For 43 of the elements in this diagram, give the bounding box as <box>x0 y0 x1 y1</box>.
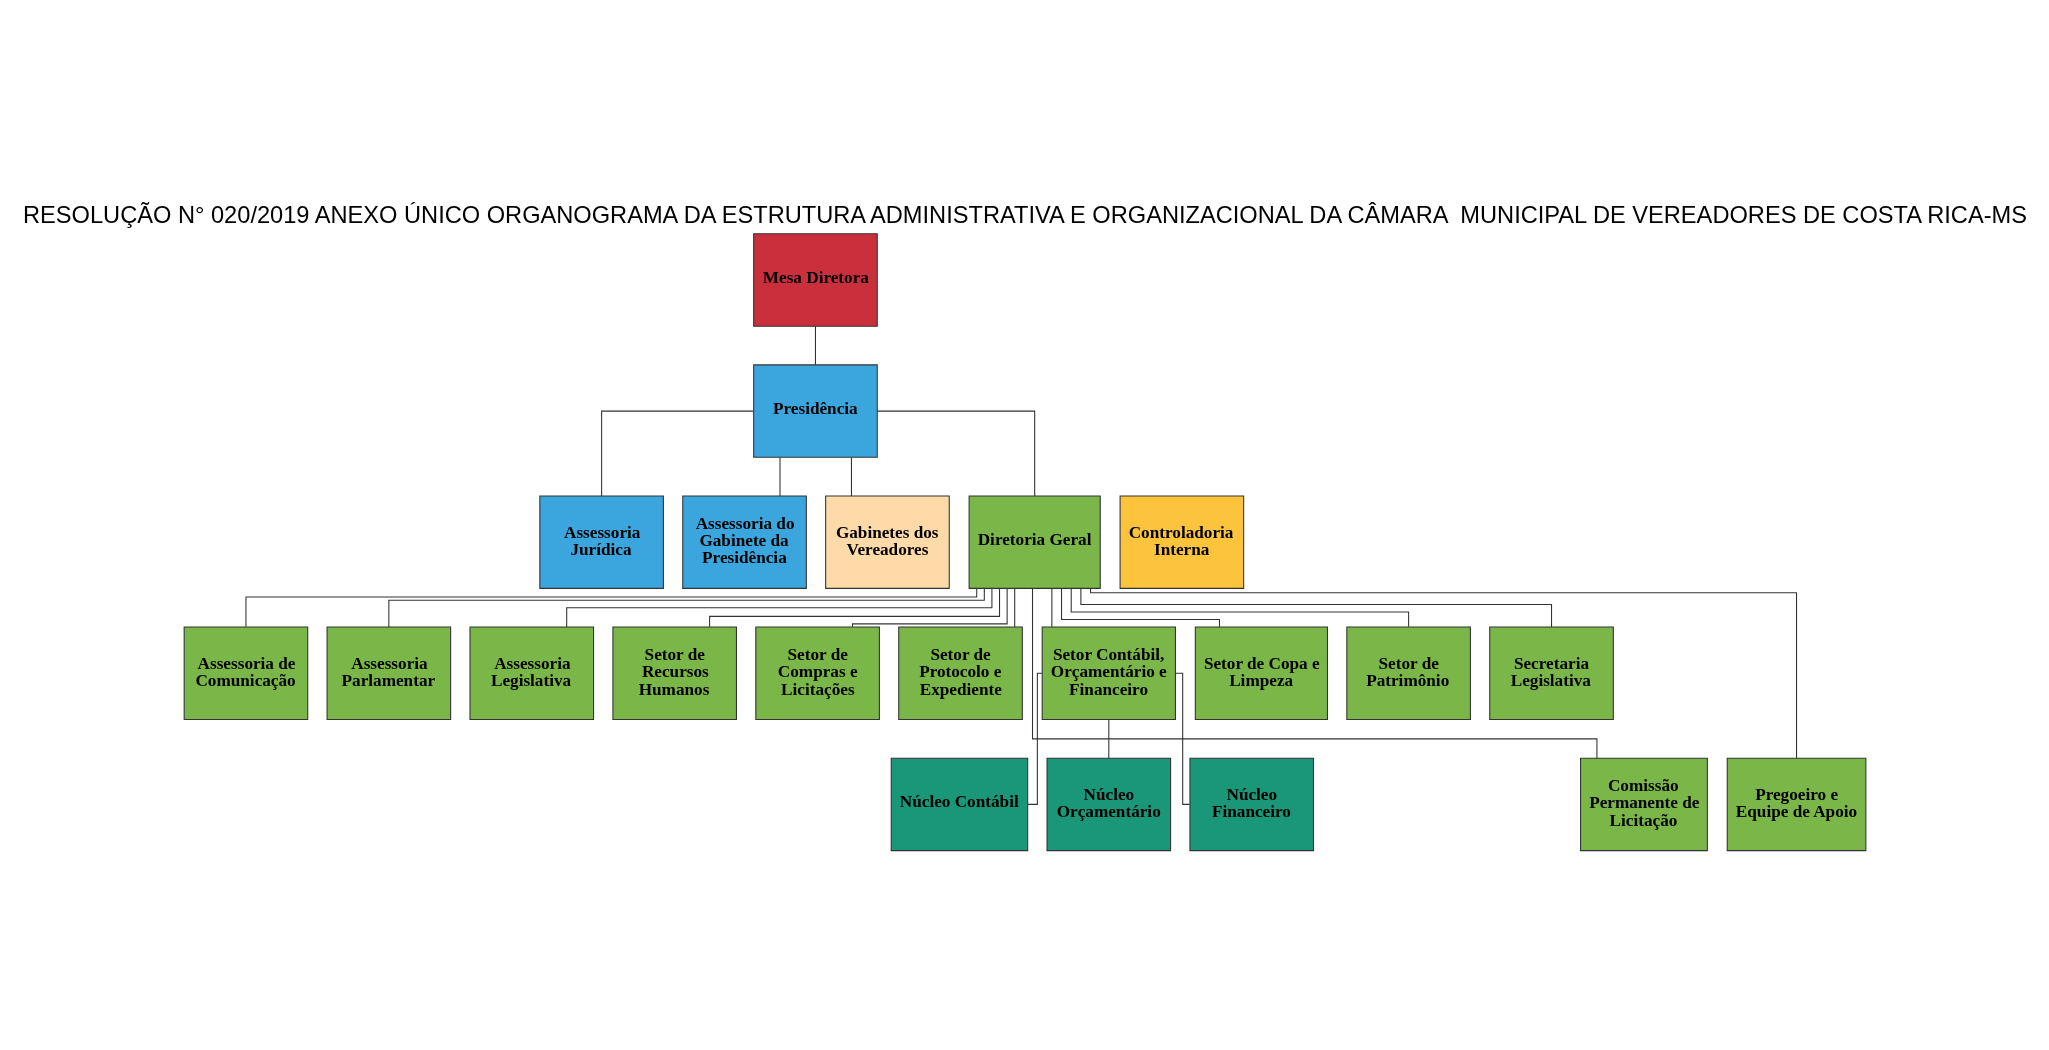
node-box: Pregoeiro e Equipe de Apoio <box>1726 757 1866 852</box>
node-box: Gabinetes dos Vereadores <box>824 495 950 589</box>
node-box: Secretaria Legislativa <box>1488 626 1614 721</box>
diagram-title: RESOLUÇÃO N° 020/2019 ANEXO ÚNICO ORGANOGRAMA DA ESTRUTURA ADMINISTRATIVA E ORGANIZACIONAL DA CÂMARA MUNICIPAL DE VEREADORES DE COSTA RICA-MS <box>22 201 2027 228</box>
connector <box>1079 587 1552 628</box>
node-box: Diretoria Geral <box>968 495 1101 589</box>
connector <box>1089 588 1797 759</box>
connector <box>1107 718 1109 759</box>
connector <box>1031 588 1597 759</box>
connector <box>708 588 1000 628</box>
connector <box>244 587 977 628</box>
connector <box>565 587 992 628</box>
node-box: Núcleo Financeiro <box>1188 757 1314 852</box>
node-box: Comissão Permanente de Licitação <box>1579 757 1708 852</box>
connector <box>1060 588 1220 628</box>
node-box: Assessoria Jurídica <box>538 495 664 589</box>
node-box: Setor de Recursos Humanos <box>611 626 737 721</box>
connector <box>387 587 985 628</box>
node-box: Núcleo Orçamentário <box>1046 757 1171 852</box>
node-box: Controladoria Interna <box>1119 495 1244 589</box>
connector <box>1050 587 1052 628</box>
connector <box>778 456 781 497</box>
connector <box>851 588 1008 628</box>
node-box: Setor de Patrimônio <box>1345 626 1471 721</box>
node-box: Mesa Diretora <box>752 233 878 327</box>
connector <box>600 410 754 497</box>
node-box: Assessoria do Gabinete da Presidência <box>681 495 807 589</box>
node-box: Assessoria de Comunicação <box>183 626 308 721</box>
node-box: Setor Contábil, Orçamentário e Financeiro <box>1041 626 1176 721</box>
connector <box>876 410 1035 497</box>
node-box: Setor de Copa e Limpeza <box>1194 626 1328 721</box>
connector <box>814 325 816 366</box>
connector <box>850 456 852 497</box>
node-box: Setor de Compras e Licitações <box>754 626 880 721</box>
node-box: Núcleo Contábil <box>890 757 1028 852</box>
node-box: Assessoria Legislativa <box>468 626 594 721</box>
node-box: Presidência <box>752 364 878 458</box>
connector <box>1174 672 1190 805</box>
node-box: Assessoria Parlamentar <box>326 626 451 721</box>
connector <box>1026 672 1043 805</box>
connector <box>1070 588 1409 628</box>
connector <box>1013 587 1015 628</box>
node-box: Setor de Protocolo e Expediente <box>897 626 1023 721</box>
